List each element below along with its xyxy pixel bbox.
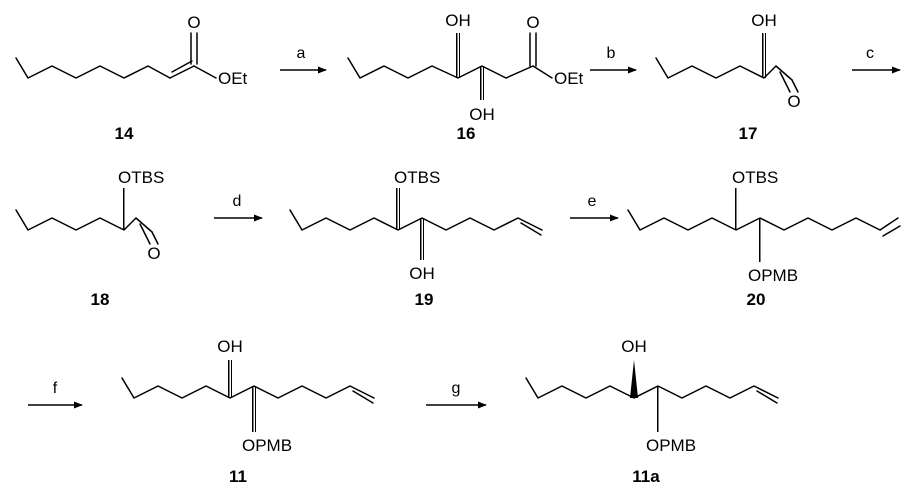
compound-11-structure: OH OPMB (121, 337, 375, 455)
compound-label-20: 20 (747, 290, 766, 309)
compound-11a-structure: OH OPMB (525, 337, 779, 455)
epoxide-oxygen-label: O (787, 92, 800, 111)
compound-label-18: 18 (91, 290, 110, 309)
step-label-d: d (233, 193, 242, 210)
hydroxyl-label: OH (469, 105, 495, 124)
hydroxyl-label: OH (751, 11, 777, 30)
step-label-c: c (866, 45, 874, 62)
pmb-ether-label: OPMB (748, 266, 798, 285)
compound-18-structure: OTBS O (15, 168, 164, 263)
step-label-a: a (297, 45, 306, 62)
compound-label-11: 11 (229, 467, 247, 486)
ethoxy-label: OEt (554, 69, 584, 88)
compound-label-17: 17 (739, 124, 758, 143)
silyl-ether-label: OTBS (118, 168, 164, 187)
compound-label-14: 14 (115, 124, 134, 143)
hydroxyl-label: OH (621, 337, 647, 356)
step-label-b: b (607, 45, 616, 62)
hydroxyl-label: OH (445, 11, 471, 30)
epoxide-oxygen-label: O (147, 244, 160, 263)
compound-14-structure: O OEt (15, 13, 248, 88)
silyl-ether-label: OTBS (732, 168, 778, 187)
hydroxyl-label: OH (217, 337, 243, 356)
compound-label-19: 19 (415, 290, 434, 309)
compound-19-structure: OTBS OH (289, 168, 543, 283)
step-label-f: f (53, 380, 58, 397)
step-label-g: g (452, 380, 461, 397)
pmb-ether-label: OPMB (242, 436, 292, 455)
compound-label-16: 16 (457, 124, 476, 143)
compound-label-11a: 11a (632, 467, 660, 486)
step-label-e: e (588, 193, 597, 210)
compound-16-structure: OH O OEt OH (347, 11, 584, 124)
carbonyl-oxygen-label: O (187, 13, 200, 32)
compound-17-structure: OH O (655, 11, 801, 111)
hydroxyl-label: OH (409, 264, 435, 283)
carbonyl-oxygen-label: O (526, 13, 539, 32)
silyl-ether-label: OTBS (394, 168, 440, 187)
ethoxy-label: OEt (218, 69, 248, 88)
pmb-ether-label: OPMB (646, 436, 696, 455)
compound-20-structure: OTBS OPMB (627, 168, 901, 285)
